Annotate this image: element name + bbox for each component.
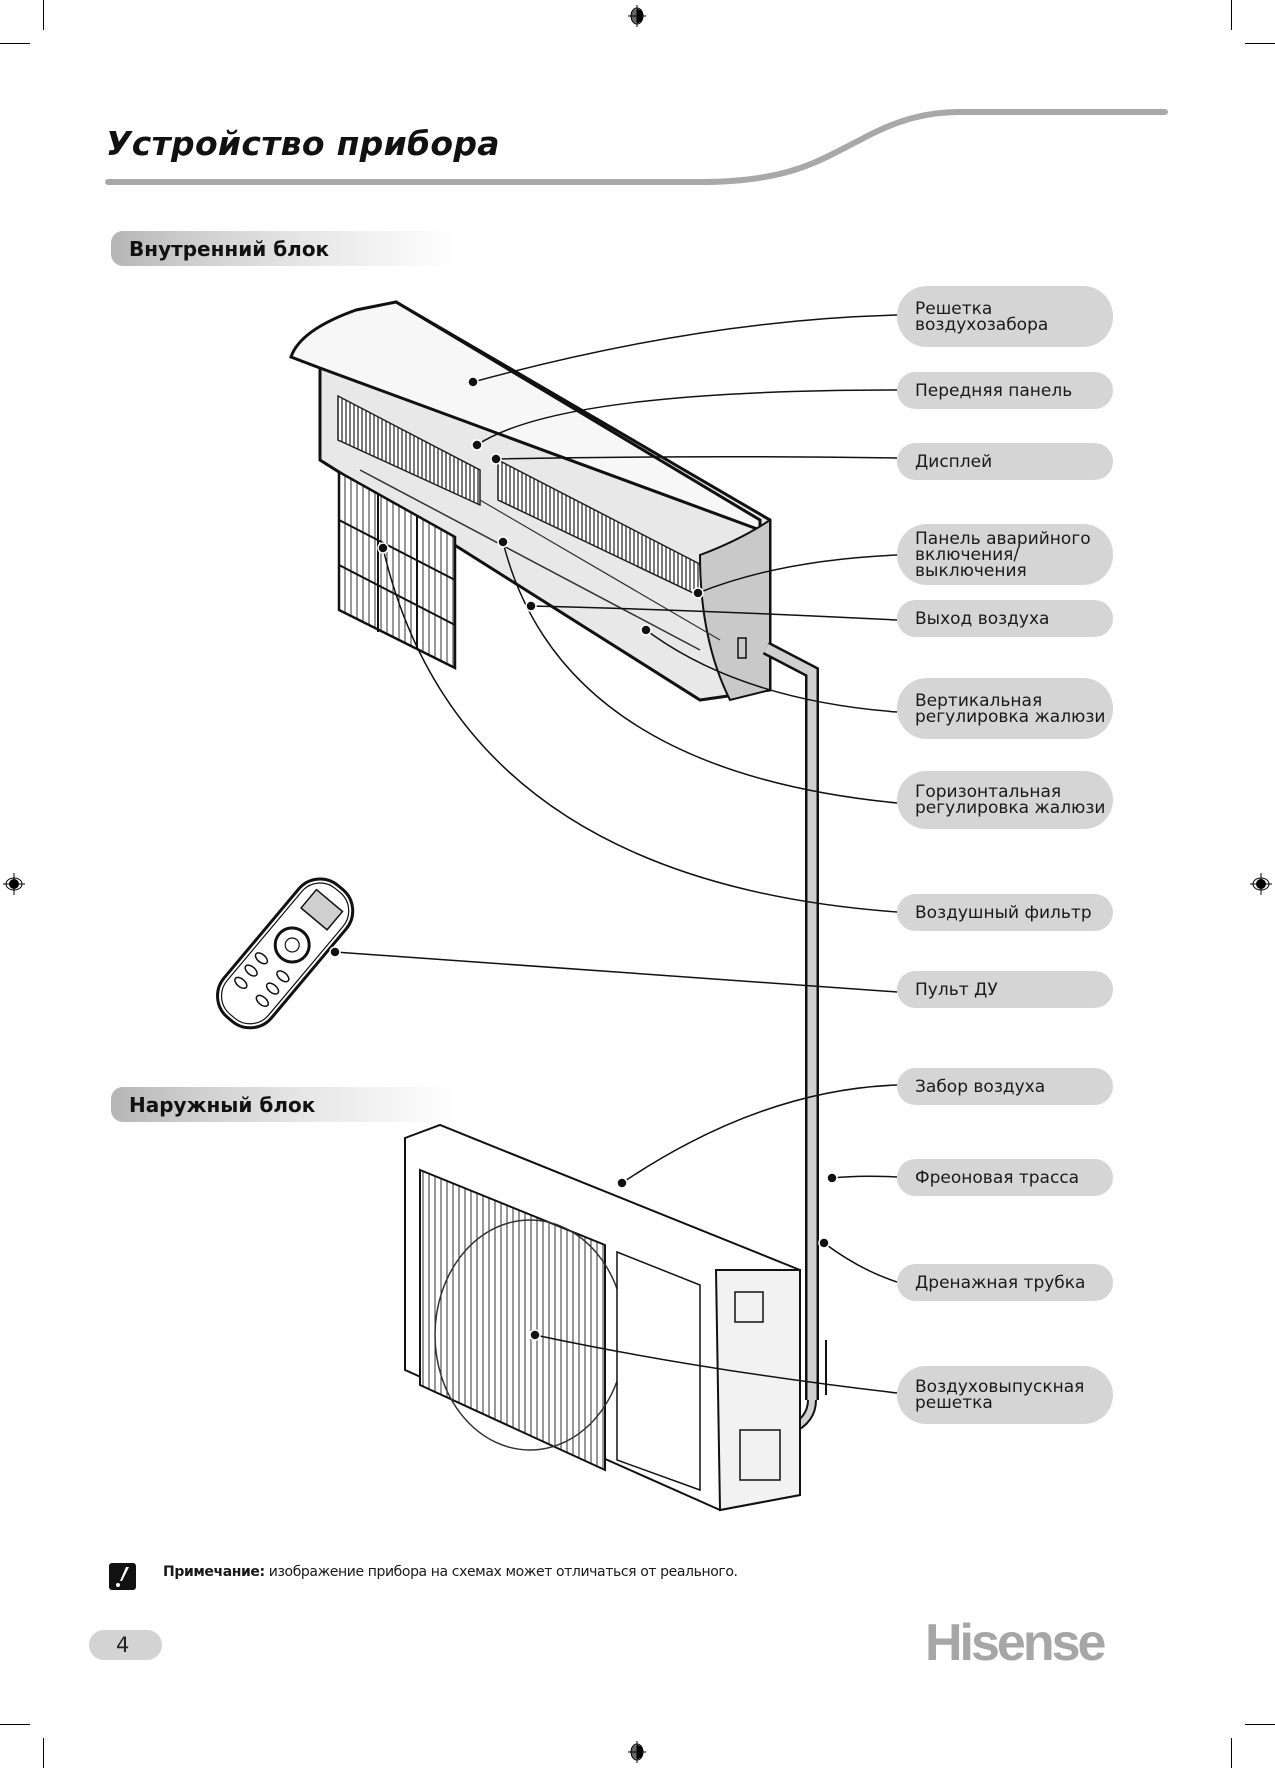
- crop-mark: [1245, 43, 1275, 44]
- crop-mark: [0, 1724, 30, 1725]
- registration-mark-icon: [628, 5, 646, 27]
- exclamation-icon: [109, 1563, 136, 1590]
- note-label: Примечание:: [163, 1564, 265, 1580]
- crop-mark: [1231, 0, 1232, 30]
- callout-refrigerant-line: Фреоновая трасса: [897, 1159, 1113, 1196]
- outdoor-unit: [404, 1123, 801, 1512]
- registration-mark-icon: [628, 1741, 646, 1763]
- page-number-badge: 4: [89, 1630, 162, 1660]
- leader-lines: [334, 314, 898, 1394]
- callout-remote-control: Пульт ДУ: [897, 971, 1113, 1008]
- callout-display: Дисплей: [897, 443, 1113, 480]
- callout-air-inlet: Забор воздуха: [897, 1068, 1113, 1105]
- crop-mark: [1231, 1738, 1232, 1768]
- callout-point: [377, 542, 389, 554]
- crop-mark: [0, 43, 30, 44]
- remote-control-drawing: [216, 877, 355, 1030]
- indoor-unit: [289, 300, 772, 702]
- leader-dots: [329, 376, 838, 1341]
- callout-point: [640, 624, 652, 636]
- section-header-outdoor: Наружный блок: [111, 1087, 456, 1122]
- section-title-indoor: Внутренний блок: [129, 237, 330, 261]
- callout-point: [497, 536, 509, 548]
- callout-point: [616, 1177, 628, 1189]
- crop-mark: [1245, 1724, 1275, 1725]
- callout-point: [692, 587, 704, 599]
- callout-vertical-louver: Вертикальная регулировка жалюзи: [897, 678, 1113, 739]
- crop-mark: [43, 1738, 44, 1768]
- page-title: Устройство прибора: [106, 124, 500, 163]
- section-header-indoor: Внутренний блок: [111, 231, 456, 266]
- page-number: 4: [116, 1633, 130, 1657]
- callout-air-outlet-grille: Воздуховыпускная решетка: [897, 1366, 1113, 1424]
- callout-air-outlet: Выход воздуха: [897, 600, 1113, 637]
- callout-emergency-panel: Панель аварийного включения/ выключения: [897, 524, 1113, 585]
- note-body: изображение прибора на схемах может отли…: [264, 1564, 738, 1580]
- callout-point: [826, 1172, 838, 1184]
- registration-mark-icon: [1250, 873, 1272, 895]
- section-title-outdoor: Наружный блок: [129, 1093, 316, 1117]
- callout-point: [529, 1329, 541, 1341]
- callout-point: [467, 376, 479, 388]
- crop-mark: [43, 0, 44, 30]
- callout-point: [490, 453, 502, 465]
- title-rule: [105, 109, 1168, 185]
- callout-air-intake-grille: Решетка воздухозабора: [897, 286, 1113, 347]
- callout-point: [818, 1237, 830, 1249]
- brand-logo: Hisense: [925, 1614, 1106, 1672]
- callout-air-filter: Воздушный фильтр: [897, 894, 1113, 931]
- note: Примечание: изображение прибора на схема…: [163, 1564, 738, 1580]
- registration-mark-icon: [3, 873, 25, 895]
- callout-point: [329, 946, 341, 958]
- callout-point: [525, 600, 537, 612]
- callout-front-panel: Передняя панель: [897, 372, 1113, 409]
- air-filter-panel: [337, 469, 457, 671]
- callout-point: [471, 439, 483, 451]
- callout-horizontal-louver: Горизонтальная регулировка жалюзи: [897, 771, 1113, 829]
- callout-drain-pipe: Дренажная трубка: [897, 1264, 1113, 1301]
